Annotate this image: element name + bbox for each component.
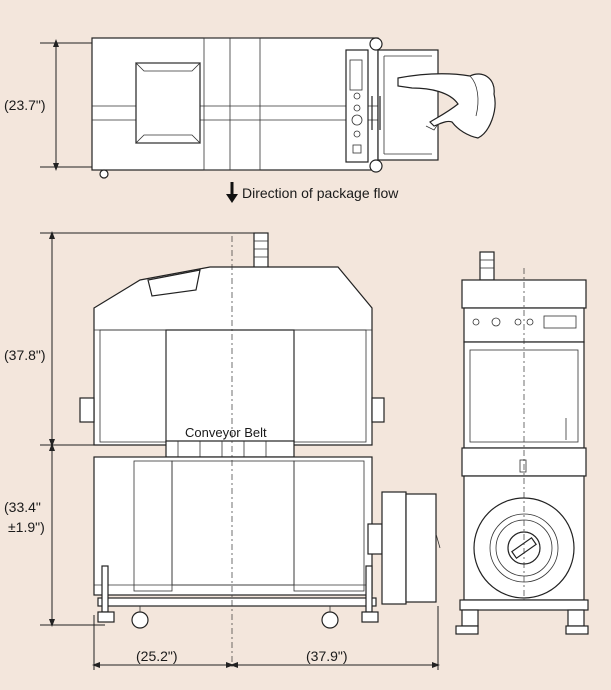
left-width-label: (25.2") xyxy=(136,648,178,664)
top-view xyxy=(40,37,496,179)
side-view xyxy=(455,251,589,635)
lower-height-label-line2: ±1.9") xyxy=(8,519,45,535)
conveyor-belt-label: Conveyor Belt xyxy=(185,425,267,440)
upper-height-label: (37.8") xyxy=(4,347,46,363)
width-dimension-label: (23.7") xyxy=(4,97,46,113)
flow-direction-label: Direction of package flow xyxy=(242,185,399,201)
lower-height-label-line1: (33.4" xyxy=(4,499,41,515)
down-arrow-icon xyxy=(226,194,238,203)
flow-indicator xyxy=(226,182,238,203)
front-view xyxy=(40,231,441,670)
right-width-label: (37.9") xyxy=(306,648,348,664)
